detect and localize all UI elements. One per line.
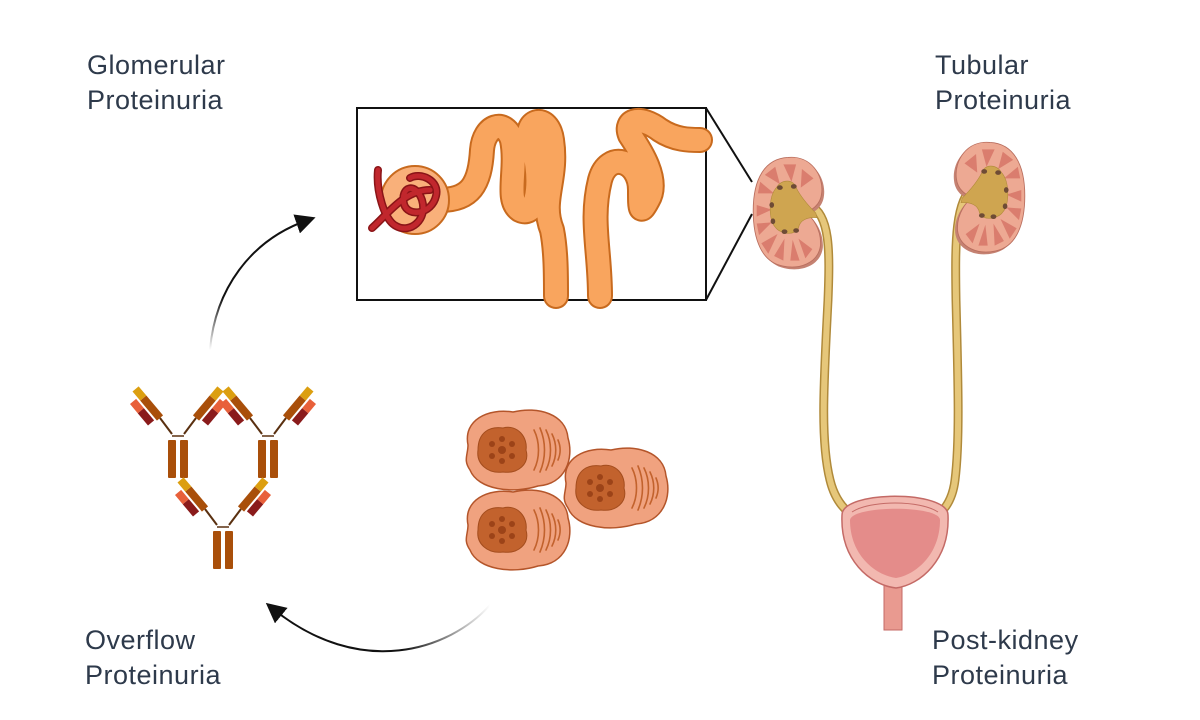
right-kidney [953,141,1026,255]
antibody [213,385,323,479]
label-line: Tubular [935,50,1030,80]
urinary-tract [752,141,1026,631]
antibody [168,476,278,570]
nephron-inset [356,107,753,309]
zoom-line-bottom [705,213,753,301]
label-line: Proteinuria [85,660,222,690]
label-line: Overflow [85,625,196,655]
tubular-proteinuria-label: Tubular Proteinuria [935,48,1071,118]
glomerulus [368,165,450,235]
label-line: Proteinuria [935,85,1072,115]
arrow-to-glomerular [209,214,316,351]
label-line: Proteinuria [932,660,1069,690]
bladder [841,495,949,631]
cell [563,447,669,529]
cells [465,409,669,571]
zoom-line-top [705,107,753,183]
left-ureter [808,202,862,523]
label-line: Proteinuria [87,85,224,115]
cell [465,489,571,571]
label-line: Post-kidney [932,625,1079,655]
arrow-to-overflow [265,602,491,653]
left-kidney [752,156,825,270]
cell [465,409,571,491]
label-line: Glomerular [87,50,226,80]
antibodies [123,385,323,570]
nephron-tubule [427,108,713,309]
overflow-proteinuria-label: Overflow Proteinuria [85,623,221,693]
glomerular-proteinuria-label: Glomerular Proteinuria [87,48,226,118]
post-kidney-proteinuria-label: Post-kidney Proteinuria [932,623,1079,693]
antibody [123,385,233,479]
